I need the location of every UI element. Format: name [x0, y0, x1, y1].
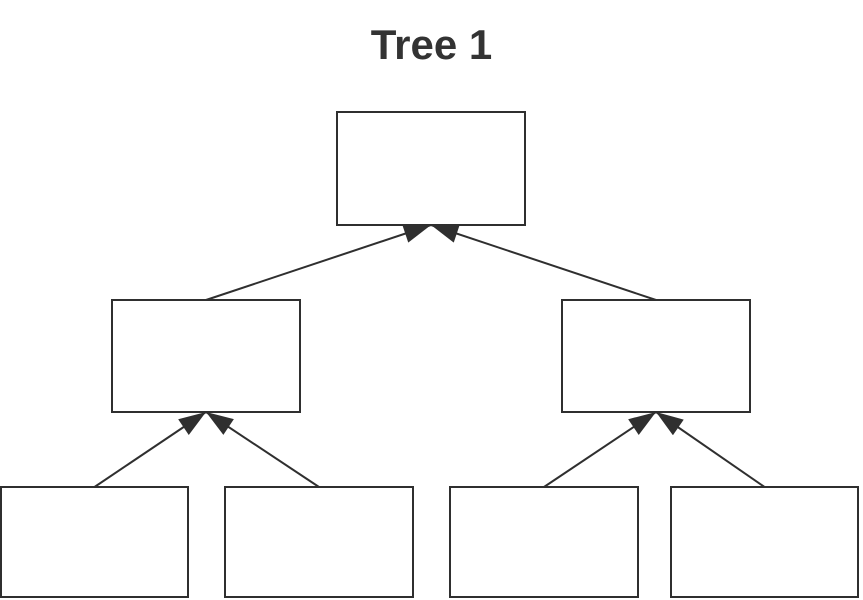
tree-node-root [336, 111, 526, 226]
diagram-title: Tree 1 [370, 21, 493, 68]
tree-edge-leaf-4-to-child-right [655, 411, 766, 488]
tree-node-leaf-2 [224, 486, 414, 598]
tree-node-leaf-1 [0, 486, 189, 598]
tree-node-leaf-3 [449, 486, 639, 598]
tree-edge-child-right-to-root [430, 224, 657, 301]
tree-node-child-right [561, 299, 751, 413]
tree-edge-leaf-2-to-child-left [205, 411, 320, 488]
tree-edge-leaf-1-to-child-left [93, 411, 207, 488]
tree-edge-leaf-3-to-child-right [543, 411, 657, 488]
tree-edge-child-left-to-root [205, 224, 432, 301]
tree-node-leaf-4 [670, 486, 859, 598]
tree-node-child-left [111, 299, 301, 413]
